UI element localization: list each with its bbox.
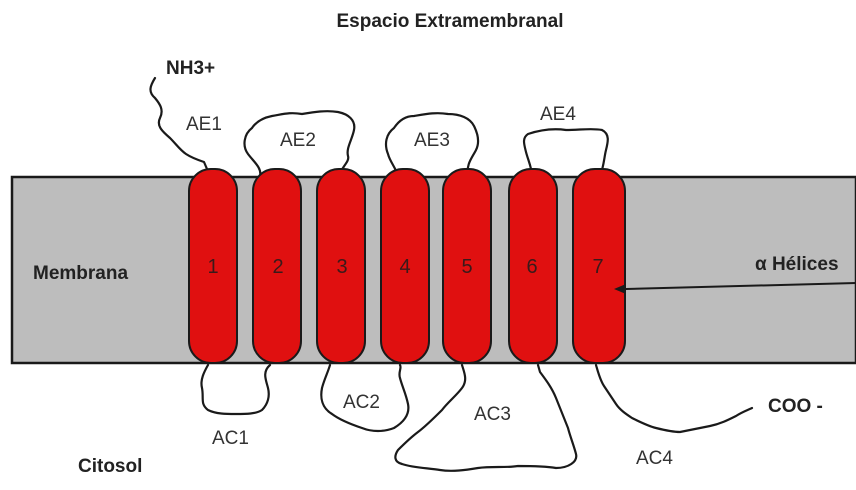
helix-number-5: 5 [461,256,472,278]
helices-label: α Hélices [755,254,839,275]
loop-label-ac1: AC1 [212,428,249,449]
membrane-band [12,177,856,363]
loop-ac1 [201,365,270,414]
diagram-title: Espacio Extramembranal [336,11,563,32]
c-terminus-label: COO - [768,396,823,417]
loop-label-ae3: AE3 [414,130,450,151]
c-terminus-chain [596,365,752,432]
loop-label-ae4: AE4 [540,104,576,125]
loop-label-ac3: AC3 [474,404,511,425]
helix-number-7: 7 [592,256,603,278]
n-terminus-label: NH3+ [166,58,215,79]
loop-label-ac2: AC2 [343,392,380,413]
helix-number-4: 4 [399,256,410,278]
helix-number-1: 1 [207,256,218,278]
loop-label-ac4: AC4 [636,448,673,469]
membrane-label: Membrana [33,263,128,284]
cytosol-label: Citosol [78,456,142,477]
helix-number-2: 2 [272,256,283,278]
helix-number-3: 3 [336,256,347,278]
helix-number-6: 6 [526,256,537,278]
loop-label-ae1: AE1 [186,114,222,135]
loop-label-ae2: AE2 [280,130,316,151]
